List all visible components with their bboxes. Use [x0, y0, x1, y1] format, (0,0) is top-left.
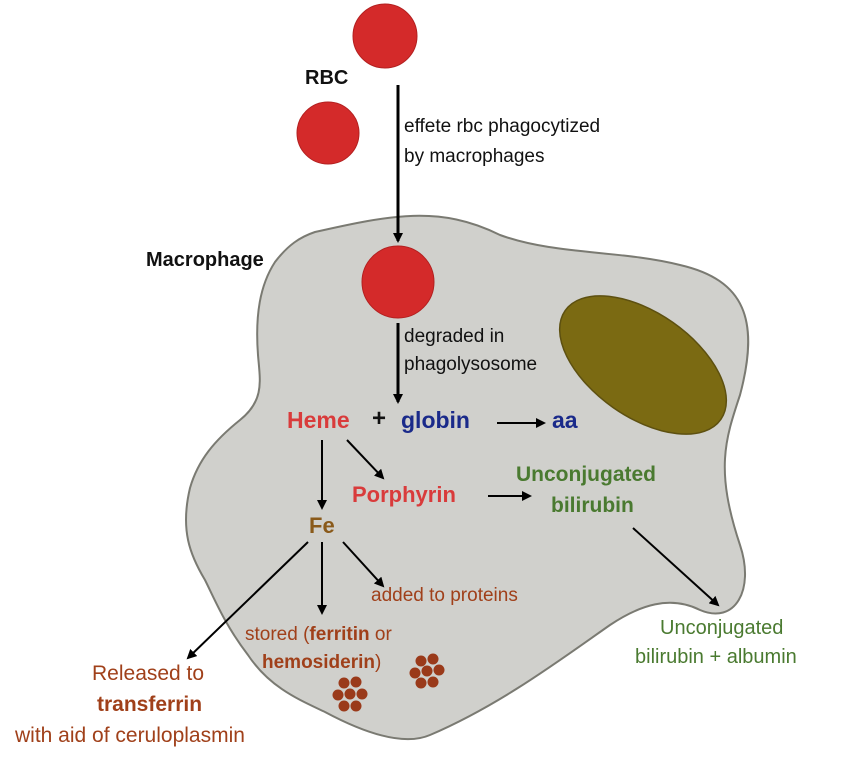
globin-label: globin	[401, 407, 470, 433]
macrophage-label: Macrophage	[146, 249, 264, 271]
hemosiderin-label: hemosiderin	[262, 652, 375, 673]
arrow-heme-porphyrin	[346, 439, 385, 480]
effete-label-line2: by macrophages	[404, 146, 545, 167]
stored-or: or	[369, 624, 392, 645]
unconjugated-bilirubin-line2: bilirubin	[551, 494, 634, 517]
plus-sign: +	[372, 405, 387, 432]
ferritin-label: ferritin	[309, 624, 370, 645]
degraded-label-line2: phagolysosome	[404, 354, 538, 375]
rbc-inside	[361, 245, 435, 319]
albumin-label-line2: bilirubin + albumin	[635, 646, 797, 668]
effete-label-line1: effete rbc phagocytized	[404, 116, 601, 137]
porphyrin-label: Porphyrin	[352, 482, 456, 507]
arrow-bilirubin-albumin	[632, 527, 720, 607]
arrow-fe-transferrin	[186, 541, 309, 660]
iron-storage-dots-left	[332, 676, 368, 712]
albumin-label-line1: Unconjugated	[660, 617, 784, 639]
transferrin-label: transferrin	[97, 693, 203, 716]
iron-storage-dots-right	[409, 653, 445, 689]
stored-suffix: )	[374, 652, 382, 673]
stored-label-line1: stored (ferritin or	[245, 624, 392, 646]
rbc-left	[296, 101, 360, 165]
added-to-proteins-label: added to proteins	[371, 585, 518, 606]
nucleus	[558, 295, 728, 435]
arrow-fe-proteins	[342, 541, 385, 588]
heme-label: Heme	[287, 407, 350, 433]
fe-label: Fe	[309, 513, 335, 538]
unconjugated-bilirubin-line1: Unconjugated	[516, 463, 656, 486]
degraded-label-line1: degraded in	[404, 326, 505, 347]
rbc-top	[352, 3, 418, 69]
aa-label: aa	[552, 407, 578, 433]
stored-prefix: stored (	[245, 624, 310, 645]
rbc-label: RBC	[305, 67, 349, 89]
stored-label-line2: hemosiderin)	[262, 652, 381, 674]
released-label-line3: with aid of ceruloplasmin	[15, 724, 245, 747]
released-label-line1: Released to	[92, 662, 205, 685]
